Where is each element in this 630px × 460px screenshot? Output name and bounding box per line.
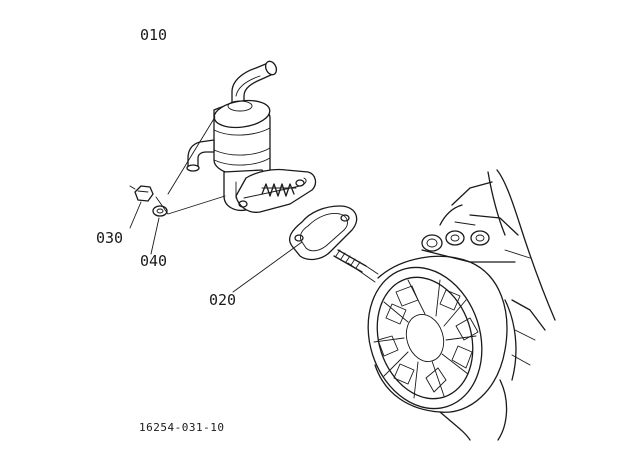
callout-020: 020	[209, 291, 236, 309]
fuel-pump-010	[186, 60, 317, 213]
washer-040	[152, 205, 168, 217]
leader-lines	[129, 116, 376, 293]
stud-bolt	[333, 249, 379, 275]
callout-040: 040	[140, 252, 167, 270]
drawing-code: 16254-031-10	[139, 421, 224, 434]
gasket-020	[288, 205, 358, 261]
nut-030	[129, 185, 154, 202]
callout-010: 010	[140, 26, 167, 44]
engine-housing	[367, 169, 556, 441]
callout-030: 030	[96, 229, 123, 247]
